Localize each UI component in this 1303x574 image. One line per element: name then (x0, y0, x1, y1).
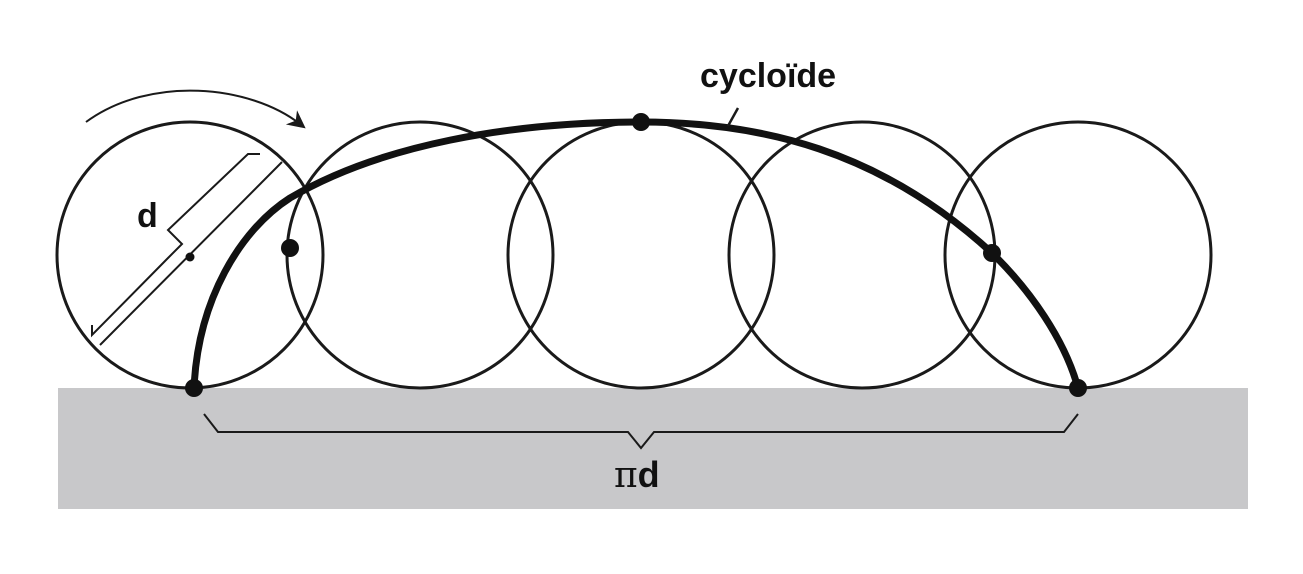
diameter-brace (91, 153, 260, 338)
point-second (281, 239, 299, 257)
point-fourth (983, 244, 1001, 262)
diameter-label: d (137, 197, 158, 235)
rolling-circles (55, 120, 1213, 390)
point-end (1069, 379, 1087, 397)
distance-label-d: d (638, 454, 660, 495)
cycloid-label: cycloïde (700, 57, 836, 95)
distance-label: πd (614, 454, 660, 496)
ground-strip (58, 388, 1248, 509)
rotation-arrow (85, 89, 306, 129)
distance-brace (203, 413, 1079, 450)
circle-2 (285, 120, 555, 390)
cycloid-curve (190, 118, 1082, 392)
circle-3 (506, 120, 776, 390)
point-start (185, 379, 203, 397)
pi-symbol: π (614, 455, 638, 496)
center-point (185, 252, 195, 262)
circle-4 (727, 120, 997, 390)
curve-label-leader (726, 107, 740, 127)
cycloid-points (185, 113, 1087, 397)
point-top (632, 113, 650, 131)
